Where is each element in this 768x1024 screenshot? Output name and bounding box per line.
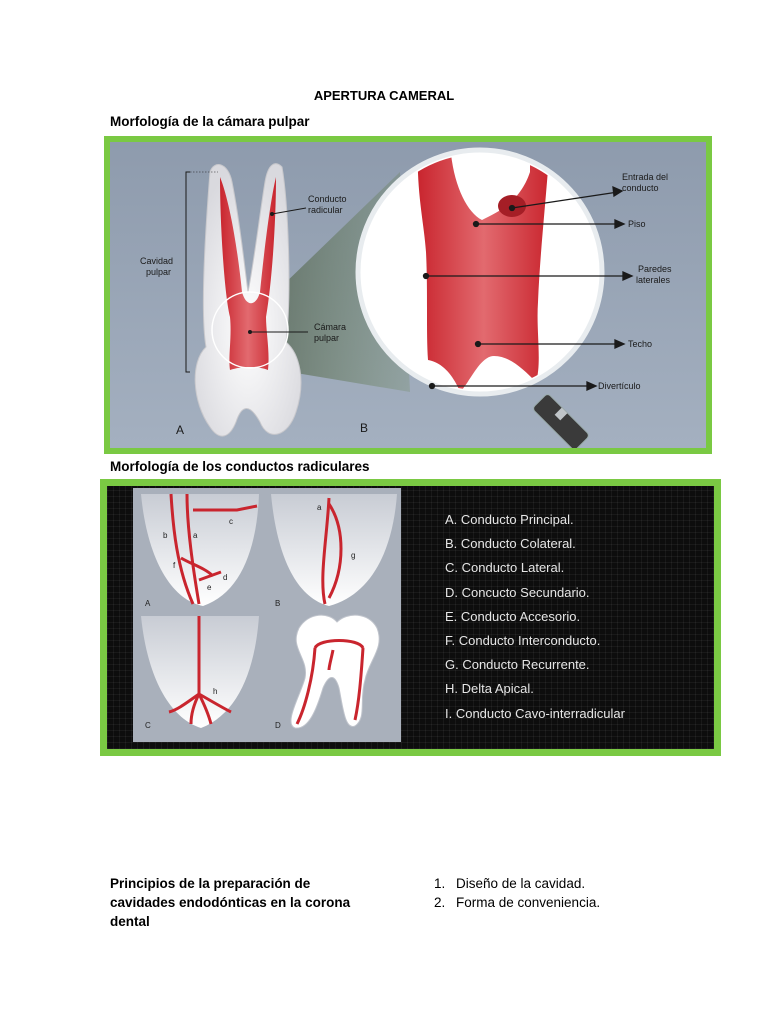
label-cavidad-pulpar-2: pulpar	[146, 267, 171, 277]
canal-types-legend: A. Conducto Principal. B. Conducto Colat…	[445, 508, 625, 726]
legend-item: B. Conducto Colateral.	[445, 536, 576, 552]
panel-label-d-canals: D	[275, 721, 281, 730]
list-item: 2. Forma de conveniencia.	[434, 893, 600, 912]
label-paredes-1: Paredes	[638, 264, 672, 274]
panel-label-b: B	[360, 421, 368, 435]
label-arrows	[422, 185, 634, 392]
section-heading-root-canals: Morfología de los conductos radiculares	[110, 459, 370, 474]
list-item: 1. Diseño de la cavidad.	[434, 874, 600, 893]
label-conducto-radicular-1: Conducto	[308, 194, 347, 204]
zoom-circle	[211, 291, 289, 369]
cavity-bracket	[185, 171, 190, 373]
legend-item: E. Conducto Accesorio.	[445, 608, 581, 624]
root-panel-a	[141, 494, 259, 606]
letter-c: c	[229, 517, 233, 526]
legend-item: D. Concucto Secundario.	[445, 584, 590, 600]
tooth-pulp	[220, 177, 276, 370]
step-number: 1.	[434, 876, 446, 891]
label-conducto-radicular-2: radicular	[308, 205, 343, 215]
page-title: APERTURA CAMERAL	[313, 88, 455, 103]
legend-item: A. Conducto Principal.	[445, 512, 574, 527]
label-entrada-2: conducto	[622, 183, 659, 193]
step-text: Forma de conveniencia.	[456, 895, 601, 910]
letter-h: h	[213, 687, 217, 696]
legend-item: I. Conducto Cavo-interradicular	[445, 705, 625, 721]
pulp-chamber-illustration: Conducto radicular Cavidad pulpar Cámara…	[140, 147, 672, 448]
section-heading-pulp-chamber: Morfología de la cámara pulpar	[110, 114, 310, 129]
label-camara-pulpar-2: pulpar	[314, 333, 339, 343]
principles-heading: Principios de la preparación de cavidade…	[110, 876, 351, 929]
panel-label-a: A	[176, 423, 184, 437]
label-cavidad-pulpar-1: Cavidad	[140, 256, 173, 266]
principles-steps-list: 1. Diseño de la cavidad. 2. Forma de con…	[434, 874, 600, 912]
letter-b: b	[163, 531, 168, 540]
root-panel-b	[271, 494, 397, 606]
letter-a-panel-b: a	[317, 503, 322, 512]
step-text: Diseño de la cavidad.	[456, 876, 586, 891]
letter-e: e	[207, 583, 212, 592]
label-paredes-2: laterales	[636, 275, 671, 285]
pulp-chamber-figure: Conducto radicular Cavidad pulpar Cámara…	[104, 136, 712, 454]
label-camara-pulpar-1: Cámara	[314, 322, 346, 332]
label-entrada-1: Entrada del	[622, 172, 668, 182]
letter-a-panel-a: a	[193, 531, 198, 540]
legend-item: C. Conducto Lateral.	[445, 560, 565, 576]
letter-d: d	[223, 573, 227, 582]
legend-item: F. Conducto Interconducto.	[445, 633, 601, 649]
legend-item: G. Conducto Recurrente.	[445, 657, 590, 673]
tooth-outline	[194, 163, 302, 437]
magnifier-handle	[533, 394, 589, 448]
step-number: 2.	[434, 895, 446, 910]
panel-label-c-canals: C	[145, 721, 151, 730]
root-canals-photo: b a c f d e a g h A B C D	[133, 488, 401, 742]
label-techo: Techo	[628, 339, 652, 349]
root-canals-figure: b a c f d e a g h A B C D A. C	[100, 479, 721, 756]
letter-f: f	[173, 561, 176, 570]
panel-label-a-canals: A	[145, 599, 151, 608]
letter-g: g	[351, 551, 355, 560]
molar-panel-d	[290, 614, 380, 729]
panel-label-b-canals: B	[275, 599, 280, 608]
legend-item: H. Delta Apical.	[445, 681, 534, 697]
label-piso: Piso	[628, 219, 646, 229]
label-diverticulo: Divertículo	[598, 381, 641, 391]
